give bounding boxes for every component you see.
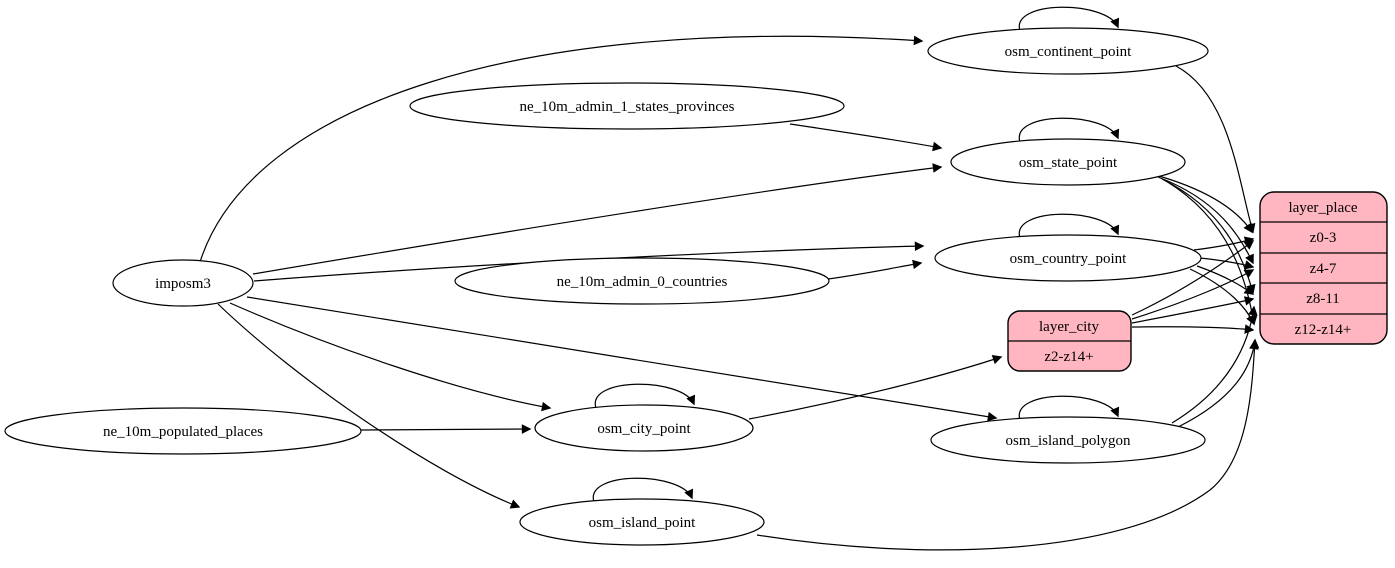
node-osm_island_point: osm_island_point (519, 498, 765, 546)
osm_country_point-label: osm_country_point (1010, 251, 1127, 267)
osm_island_polygon-ellipse (930, 416, 1206, 464)
edge-osm_country_point-layer_place-z12-z14 (1189, 268, 1255, 326)
osm_island_point-label: osm_island_point (589, 515, 697, 531)
edge-imposm3-osm_state_point (252, 163, 943, 275)
edge-osm_island_polygon-layer_place-z12-z14 (1177, 339, 1259, 428)
self-loop-osm_country_point (1018, 213, 1120, 239)
node-ne_10m_admin_1_states_provinces: ne_10m_admin_1_states_provinces (409, 82, 845, 130)
edge-ne_10m_populated_places-osm_city_point (360, 424, 532, 434)
self-loop-osm_island_polygon (1018, 395, 1120, 421)
edge-layer_city-layer_place-z4-7 (1131, 269, 1255, 320)
ne_10m_populated_places-ellipse (4, 407, 362, 455)
self-loop-osm_island_point (592, 477, 694, 503)
edge-osm_island_point-layer_place-z12-z14 (756, 338, 1260, 551)
self-loop-osm_state_point (1018, 117, 1120, 143)
imposm3-label: imposm3 (155, 276, 211, 292)
osm_city_point-label: osm_city_point (597, 421, 691, 437)
edge-ne_10m_admin_0_countries-osm_country_point (827, 259, 923, 280)
imposm3-ellipse (112, 259, 254, 307)
node-osm_state_point: osm_state_point (950, 138, 1186, 186)
node-layer_city: layer_city z2-z14+ (1007, 310, 1132, 372)
layer_place-row-z4-7: z4-7 (1310, 261, 1337, 277)
osm_continent_point-ellipse (927, 27, 1209, 75)
edge-layer_city-layer_place-z8-11 (1131, 296, 1255, 324)
edge-osm_country_point-layer_place-z0-3 (1193, 236, 1255, 251)
layer_place-row-z12-z14: z12-z14+ (1295, 322, 1352, 338)
osm_country_point-ellipse (934, 234, 1202, 282)
ne_10m_admin_1_states_provinces-ellipse (409, 82, 845, 130)
layer_city-title: layer_city (1039, 319, 1099, 335)
osm_city_point-ellipse (534, 404, 754, 452)
node-ne_10m_admin_0_countries: ne_10m_admin_0_countries (454, 257, 830, 305)
edge-osm_state_point-layer_place-z4-7 (1157, 176, 1254, 265)
edge-layer_city-layer_place-z12-z14 (1131, 324, 1255, 334)
node-osm_continent_point: osm_continent_point (927, 27, 1209, 75)
ne_10m_admin_0_countries-ellipse (454, 257, 830, 305)
edge-osm_state_point-layer_place-z0-3 (1151, 173, 1253, 234)
node-ne_10m_populated_places: ne_10m_populated_places (4, 407, 362, 455)
edge-osm_state_point-layer_place-z8-11 (1161, 178, 1256, 295)
edge-ne_10m_admin_1_states_provinces-osm_state_point (789, 123, 943, 152)
node-layer_place: layer_place z0-3 z4-7 z8-11 z12-z14+ (1259, 191, 1388, 345)
edge-imposm3-osm_island_point (217, 303, 521, 509)
ne_10m_populated_places-label: ne_10m_populated_places (103, 424, 263, 440)
edge-layer (199, 6, 1260, 551)
edge-osm_continent_point-layer_place-z0-3 (1175, 65, 1256, 234)
layer_city-row-z2-z14: z2-z14+ (1044, 349, 1093, 365)
layer_place-box (1259, 191, 1388, 345)
layer_place-row-z0-3: z0-3 (1310, 230, 1337, 246)
layer_place-row-z8-11: z8-11 (1306, 291, 1340, 307)
node-imposm3: imposm3 (112, 259, 254, 307)
node-osm_island_polygon: osm_island_polygon (930, 416, 1206, 464)
node-osm_city_point: osm_city_point (534, 404, 754, 452)
osm_state_point-label: osm_state_point (1019, 155, 1118, 171)
edge-imposm3-osm_continent_point (199, 35, 924, 263)
ne_10m_admin_1_states_provinces-label: ne_10m_admin_1_states_provinces (520, 99, 735, 115)
osm_island_polygon-label: osm_island_polygon (1005, 433, 1131, 449)
node-osm_country_point: osm_country_point (934, 234, 1202, 282)
ne_10m_admin_0_countries-label: ne_10m_admin_0_countries (557, 274, 728, 290)
edge-osm_island_polygon-layer_place-z8-11 (1171, 305, 1258, 424)
edge-osm_country_point-layer_place-z4-7 (1199, 257, 1255, 270)
osm_continent_point-label: osm_continent_point (1005, 44, 1132, 60)
edge-imposm3-osm_island_polygon (246, 296, 998, 422)
osm_state_point-ellipse (950, 138, 1186, 186)
osm_island_point-ellipse (519, 498, 765, 546)
edge-imposm3-osm_city_point (229, 302, 552, 412)
edge-layer_city-layer_place-z0-3 (1131, 240, 1255, 316)
edge-osm_country_point-layer_place-z8-11 (1196, 265, 1255, 295)
edge-osm_city_point-layer_city-z2-z14 (748, 355, 1003, 420)
layer_place-title: layer_place (1288, 200, 1357, 216)
self-loop-osm_continent_point (1018, 6, 1120, 32)
self-loop-osm_city_point (594, 383, 696, 409)
